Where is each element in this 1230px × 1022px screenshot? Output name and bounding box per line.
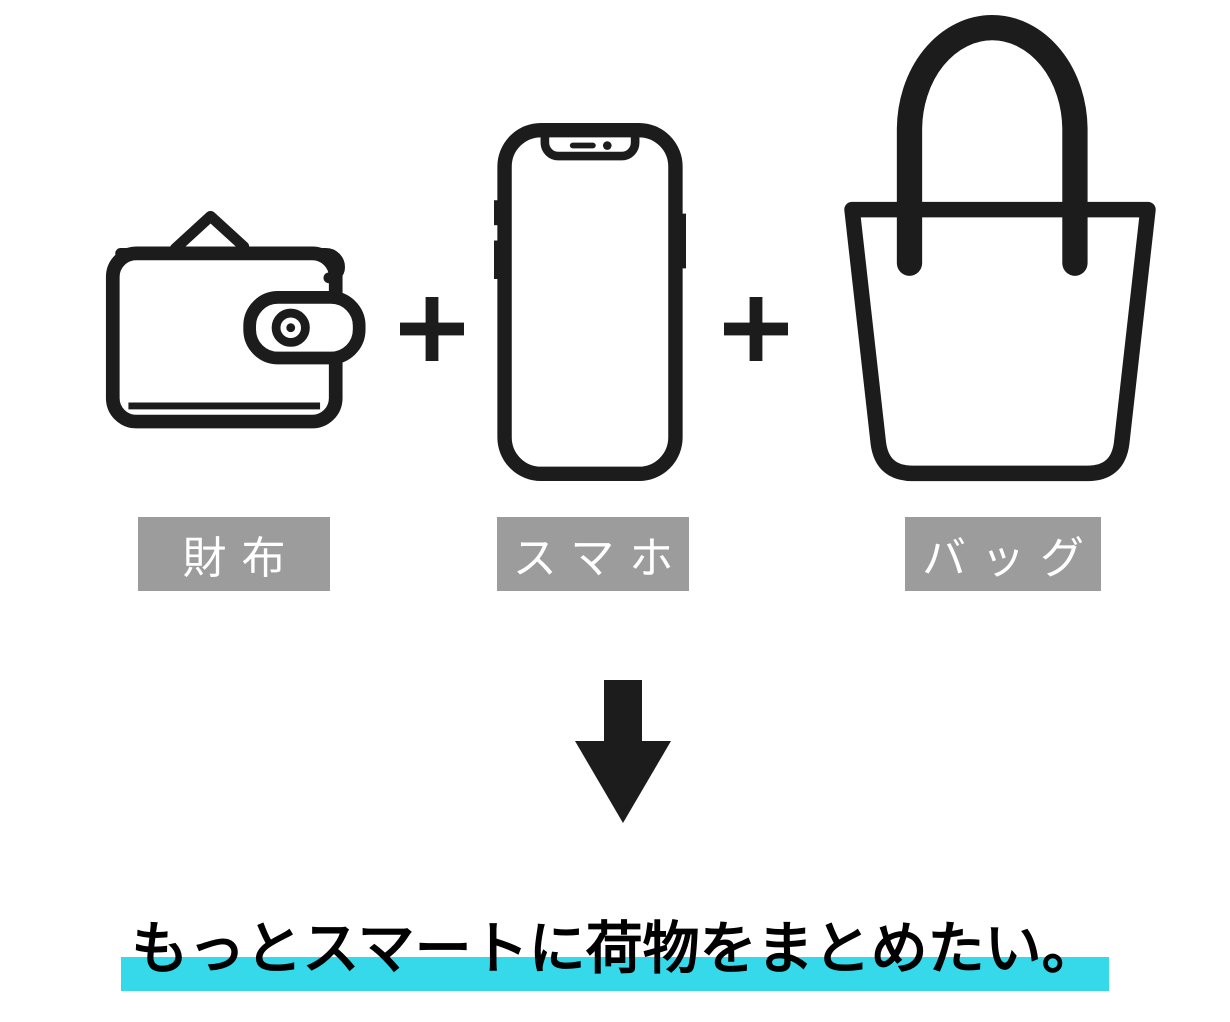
- wallet-icon: [103, 196, 367, 434]
- plus-icon: +: [724, 297, 788, 361]
- tote-bag-icon: [815, 15, 1185, 487]
- headline-text: もっとスマートに荷物をまとめたい。: [121, 918, 1109, 991]
- label-smartphone: スマホ: [497, 517, 689, 591]
- plus-icon: +: [400, 297, 464, 361]
- smartphone-icon: [494, 113, 686, 491]
- down-arrow-icon: [575, 680, 671, 823]
- label-bag: バッグ: [905, 517, 1101, 591]
- headline-section: もっとスマートに荷物をまとめたい。: [0, 918, 1230, 991]
- label-wallet: 財布: [138, 517, 330, 591]
